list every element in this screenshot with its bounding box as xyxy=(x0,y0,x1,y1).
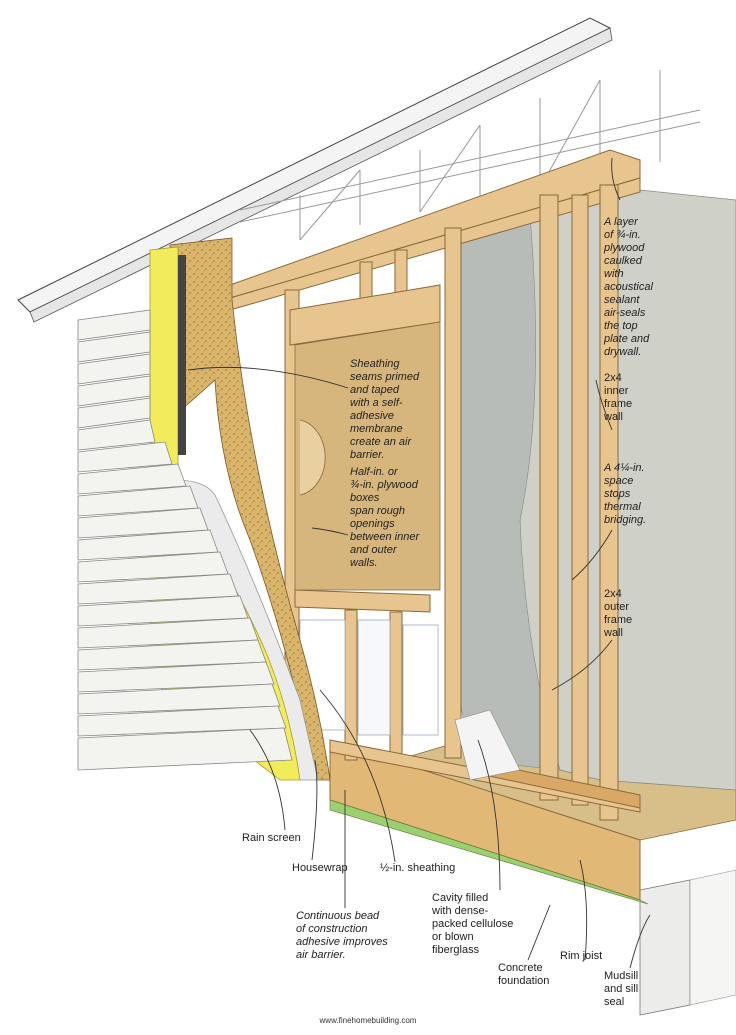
label-thermal-space: A 4¼-in. space stops thermal bridging. xyxy=(604,462,647,526)
label-mudsill: Mudsill and sill seal xyxy=(604,970,639,1008)
wall-framing xyxy=(229,149,641,821)
siding xyxy=(77,309,293,771)
label-rim-joist: Rim joist xyxy=(560,950,603,962)
website-credit: www.finehomebuilding.com xyxy=(319,1016,417,1025)
label-sheathing-seams: Sheathing seams primed and taped with a … xyxy=(350,358,420,461)
osb-sheathing xyxy=(169,237,331,781)
label-housewrap: Housewrap xyxy=(292,862,348,874)
label-construction-adhesive: Continuous bead of construction adhesive… xyxy=(296,910,388,961)
label-rain-screen: Rain screen xyxy=(242,832,301,844)
label-outer-frame-wall: 2x4 outer frame wall xyxy=(604,588,633,639)
label-sheathing: ½-in. sheathing xyxy=(380,862,456,874)
label-plywood-top-plate: A layer of ¾-in. plywood caulked with ac… xyxy=(604,216,653,358)
leader-lines xyxy=(187,157,651,969)
label-plywood-boxes: Half-in. or ¾-in. plywood boxes span rou… xyxy=(350,466,420,569)
label-concrete-foundation: Concrete foundation xyxy=(498,962,550,987)
label-inner-frame-wall: 2x4 inner frame wall xyxy=(604,372,633,423)
label-cavity-fill: Cavity filled with dense- packed cellulo… xyxy=(432,892,514,956)
concrete-foundation xyxy=(639,869,736,1016)
plywood-box xyxy=(294,321,441,591)
